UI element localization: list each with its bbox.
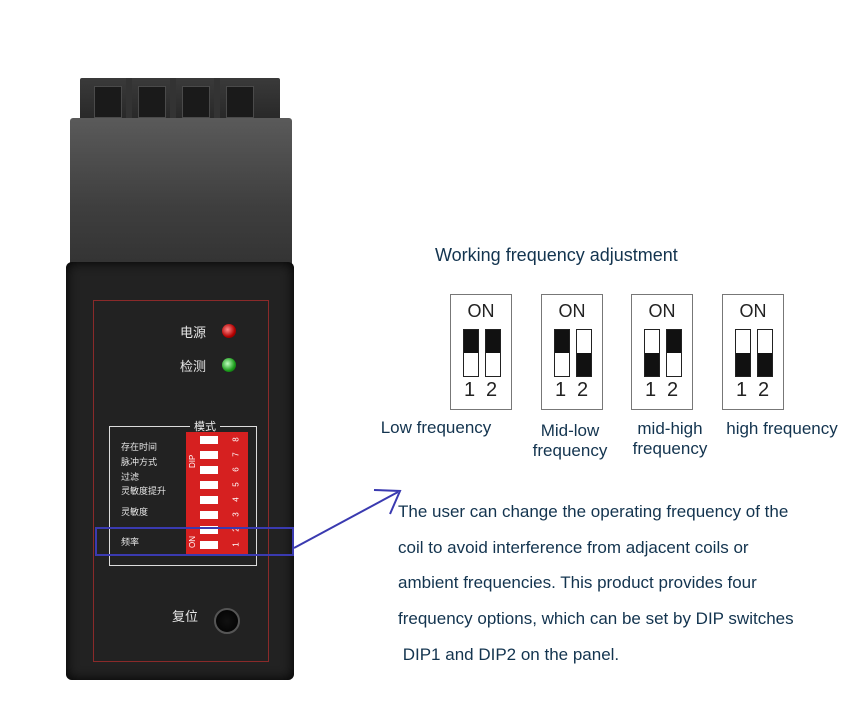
mode-label-pulse-mode: 脉冲方式	[121, 457, 158, 467]
mode-label-sensitivity: 灵敏度	[121, 507, 149, 517]
dip-diagram-high: ON 1 2	[722, 294, 784, 410]
panel-red-frame	[93, 300, 269, 662]
description-line-5: DIP1 and DIP2 on the panel.	[398, 645, 620, 664]
reset-label: 复位	[172, 609, 199, 624]
mode-title: 模式	[190, 418, 220, 434]
dip1-number: 1	[555, 379, 567, 401]
dip1-number: 1	[736, 379, 748, 401]
dip-switch-bank: DIP ON 8 7 6 5 4 3 2 1	[186, 432, 248, 556]
dip-switch-4[interactable]	[200, 496, 218, 504]
dip2-slot	[576, 329, 592, 377]
terminal-slot	[226, 86, 254, 118]
dip1-lever	[645, 353, 659, 376]
dip-on-label: ON	[558, 301, 586, 321]
detect-led-label: 检测	[180, 359, 207, 374]
dip1-slot	[735, 329, 751, 377]
dip2-lever	[577, 353, 591, 376]
dip-number: 6	[231, 467, 241, 472]
terminal-slot	[94, 86, 122, 118]
mode-label-filter: 过滤	[121, 472, 140, 482]
dip2-lever	[758, 353, 772, 376]
dip-on-label: ON	[467, 301, 495, 321]
pointer-arrow-icon	[293, 489, 402, 549]
dip1-lever	[464, 330, 478, 353]
dip-number: 4	[231, 497, 241, 502]
dip1-lever	[736, 353, 750, 376]
terminal-divider	[126, 78, 132, 124]
terminal-slot	[138, 86, 166, 118]
dip-switch-2[interactable]	[200, 526, 218, 534]
dip2-number: 2	[758, 379, 770, 401]
detect-led	[222, 358, 236, 372]
dip1-number: 1	[464, 379, 476, 401]
description-line-4: frequency options, which can be set by D…	[398, 609, 794, 628]
label-mid-low-frequency: Mid-low frequency	[532, 421, 608, 460]
dip2-number: 2	[577, 379, 589, 401]
label-mid-high-frequency: mid-high frequency	[632, 419, 708, 458]
description-line-2: coil to avoid interference from adjacent…	[398, 538, 749, 557]
frequency-highlight-box	[95, 527, 294, 556]
dip-number: 3	[231, 512, 241, 517]
dip1-slot	[554, 329, 570, 377]
dip-on-label: ON	[739, 301, 767, 321]
dip2-slot	[666, 329, 682, 377]
dip2-number: 2	[667, 379, 679, 401]
dip2-number: 2	[486, 379, 498, 401]
dip-number: 8	[231, 437, 241, 442]
power-led	[222, 324, 236, 338]
label-low-frequency: Low frequency	[380, 418, 492, 437]
dip-number: 7	[231, 452, 241, 457]
dip-switch-3[interactable]	[200, 511, 218, 519]
device-housing-top	[70, 118, 292, 268]
dip1-number: 1	[645, 379, 657, 401]
dip1-slot	[644, 329, 660, 377]
terminal-divider	[170, 78, 176, 124]
power-led-label: 电源	[180, 325, 207, 340]
dip-switch-7[interactable]	[200, 451, 218, 459]
dip-switch-5[interactable]	[200, 481, 218, 489]
mode-box	[109, 426, 257, 566]
diagram-heading: Working frequency adjustment	[435, 245, 678, 265]
dip-text: DIP	[188, 454, 197, 468]
reset-button[interactable]	[214, 608, 240, 634]
description-line-1: The user can change the operating freque…	[398, 502, 789, 521]
description-line-3: ambient frequencies. This product provid…	[398, 573, 757, 592]
dip1-lever	[555, 330, 569, 353]
dip2-slot	[485, 329, 501, 377]
dip2-slot	[757, 329, 773, 377]
mode-label-hold-time: 存在时间	[121, 442, 158, 452]
dip-switch-6[interactable]	[200, 466, 218, 474]
mode-label-sensitivity-boost: 灵敏度提升	[121, 486, 167, 496]
terminal-block	[80, 78, 280, 124]
terminal-divider	[214, 78, 220, 124]
dip-switch-8[interactable]	[200, 436, 218, 444]
dip-diagram-mid-low: ON 1 2	[541, 294, 603, 410]
dip2-lever	[486, 330, 500, 353]
terminal-slot	[182, 86, 210, 118]
dip-switch-1[interactable]	[200, 541, 218, 549]
dip-diagram-mid-high: ON 1 2	[631, 294, 693, 410]
dip-diagram-low: ON 1 2	[450, 294, 512, 410]
dip-number: 5	[231, 482, 241, 487]
dip2-lever	[667, 330, 681, 353]
dip-on-label: ON	[648, 301, 676, 321]
mode-label-frequency: 频率	[121, 537, 140, 547]
dip1-slot	[463, 329, 479, 377]
label-high-frequency: high frequency	[726, 419, 838, 438]
